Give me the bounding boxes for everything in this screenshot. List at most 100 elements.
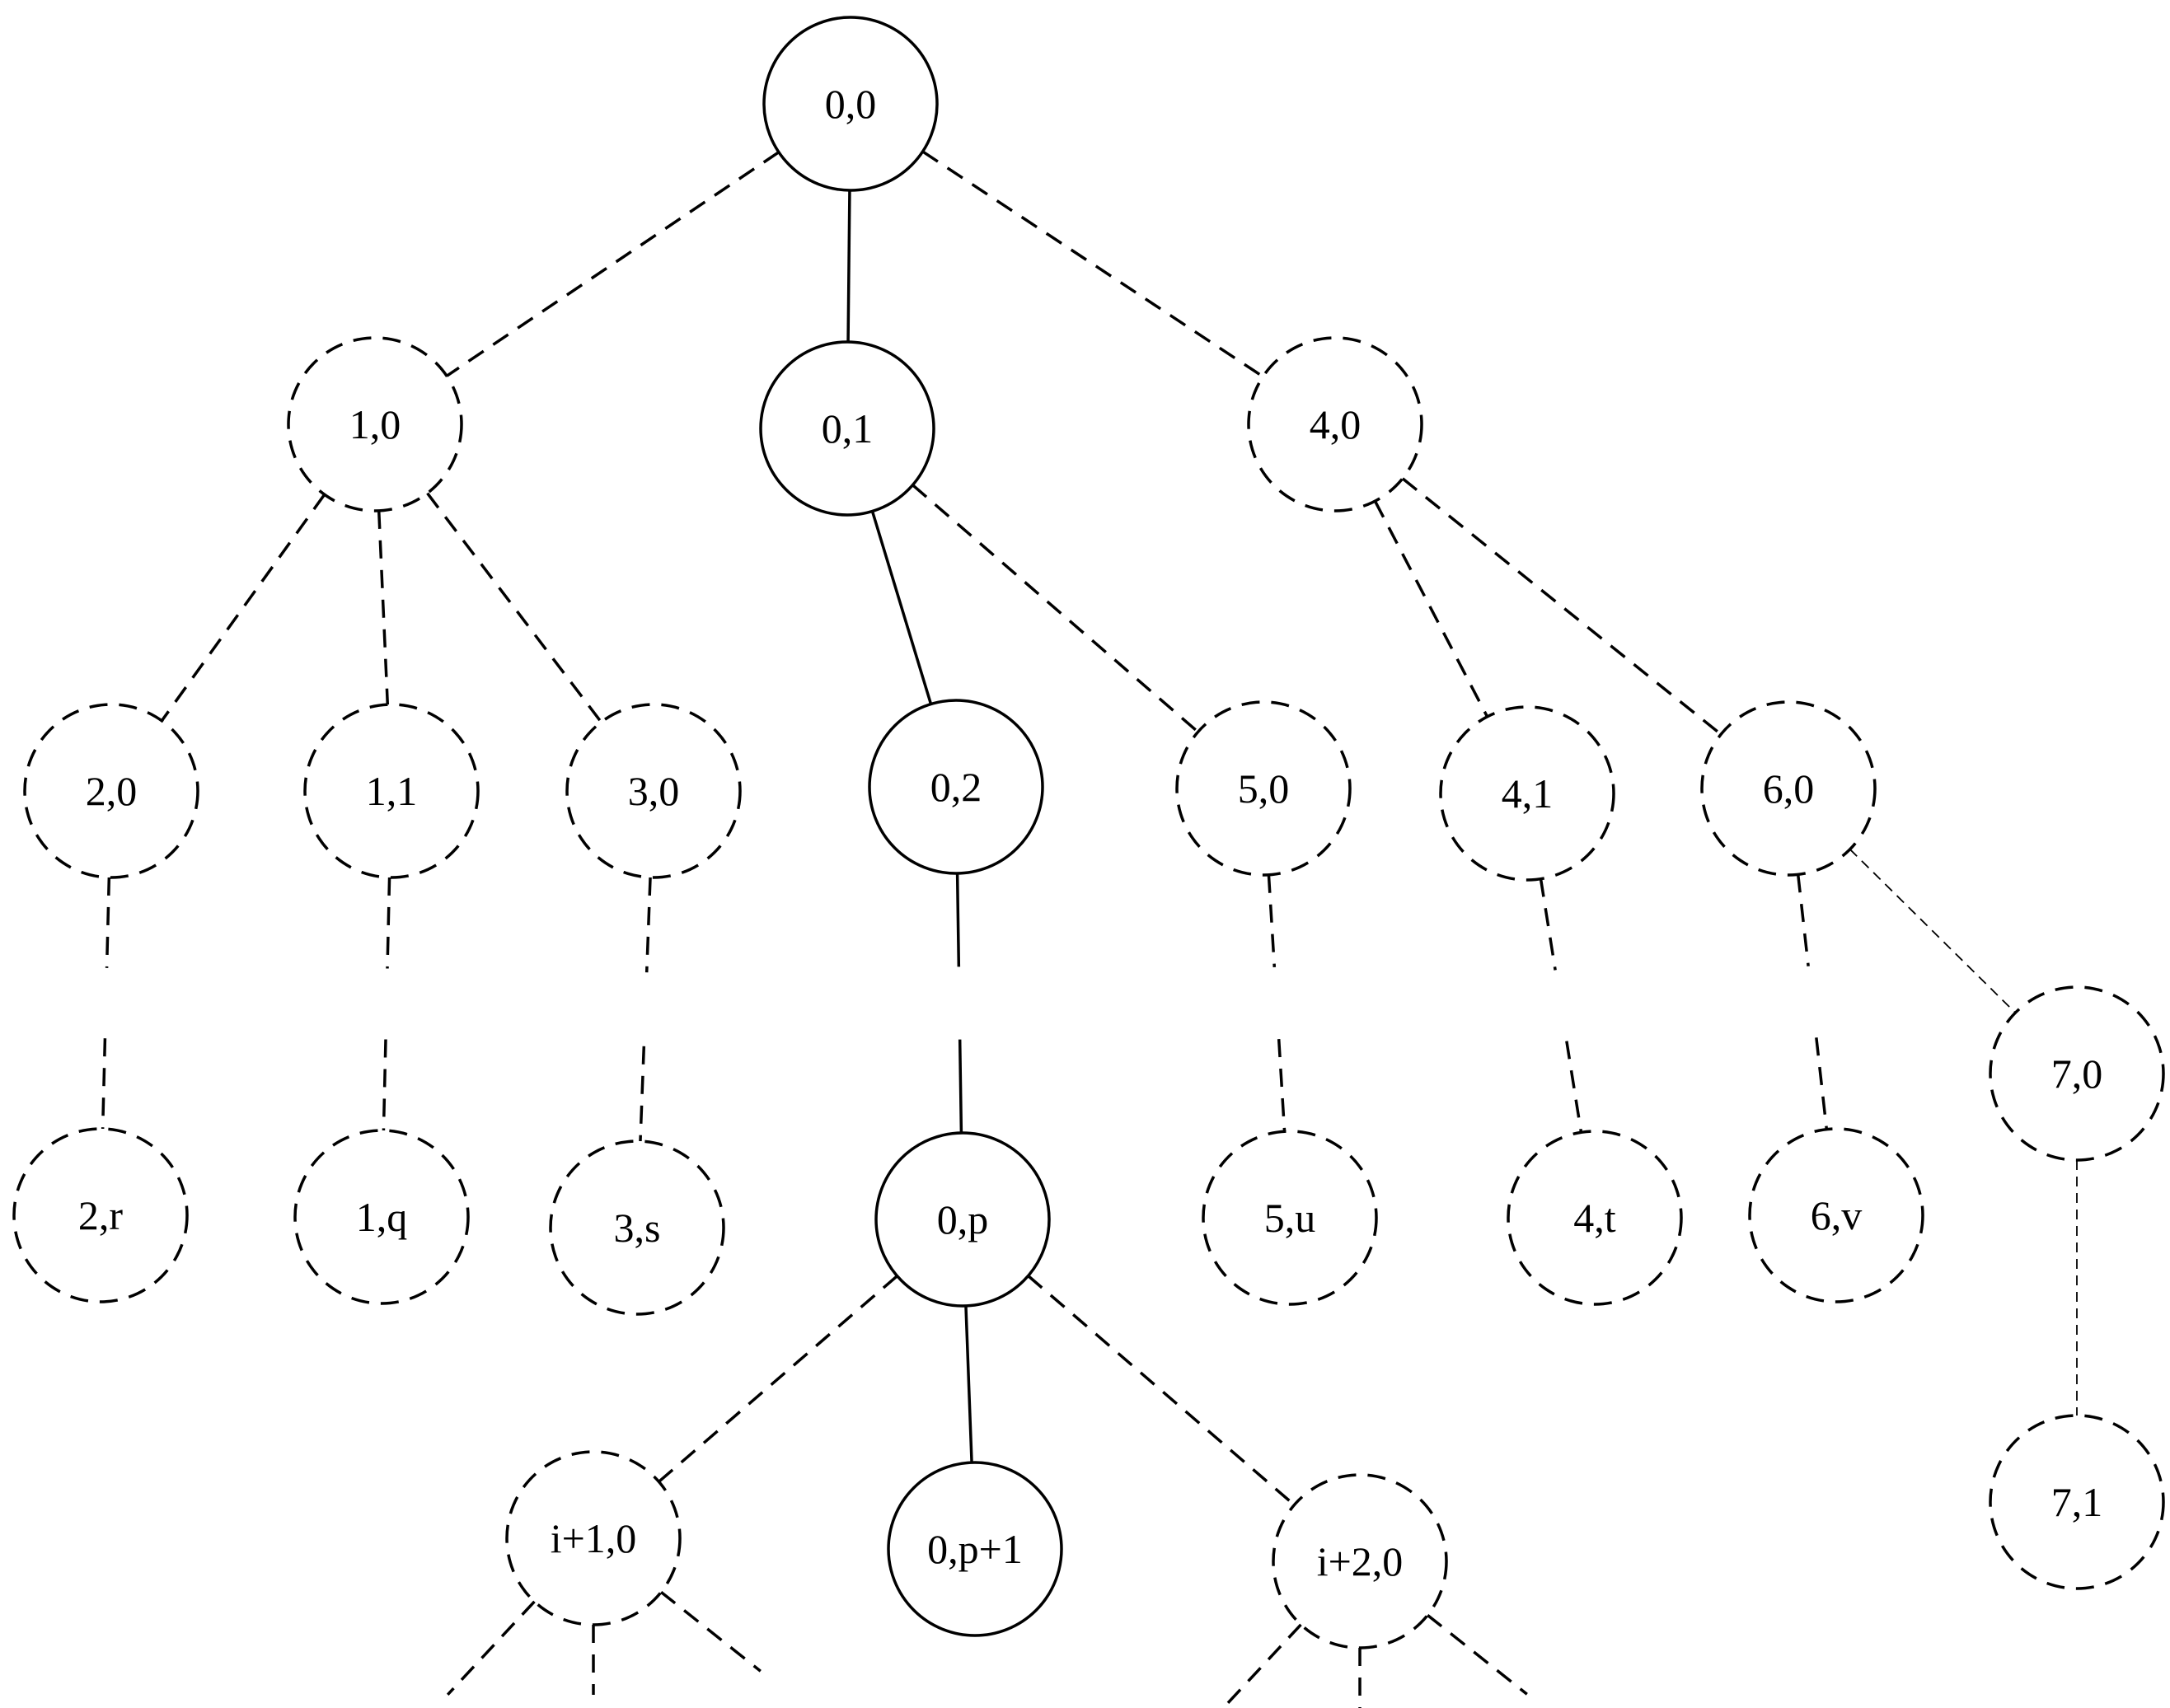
node-label-n50: 5,0 — [1238, 765, 1290, 812]
node-n6v: 6,v — [1748, 1127, 1924, 1303]
node-circle-n11 — [303, 703, 480, 879]
node-circle-n40 — [1247, 336, 1423, 512]
node-label-n02: 0,2 — [930, 764, 982, 810]
node-label-n30: 3,0 — [628, 768, 680, 814]
node-label-n40: 4,0 — [1310, 401, 1362, 447]
node-n60: 6,0 — [1700, 700, 1877, 877]
elided-edge-lower-n50-n5u — [1277, 1038, 1287, 1132]
node-circle-n0p1 — [887, 1461, 1063, 1637]
edge-n10-n11 — [377, 510, 390, 705]
elided-edge-lower-n41-n4t — [1565, 1041, 1583, 1133]
nodes-layer: 0,0 1,0 0,1 4,0 2,0 1,1 3,0 0,2 5,0 4,1 6,0 7,0 2,r 1… — [12, 16, 2165, 1650]
node-n41: 4,1 — [1439, 705, 1615, 882]
elided-edge-lower-n30-n3s — [639, 1046, 646, 1142]
elided-edge-upper-n60-n6v — [1796, 874, 1810, 966]
node-ni10: i+1,0 — [505, 1450, 682, 1626]
node-circle-n41 — [1439, 705, 1615, 882]
node-n5u: 5,u — [1202, 1130, 1378, 1306]
edge-n40-n60 — [1401, 477, 1722, 736]
node-ni20: i+2,0 — [1272, 1473, 1448, 1650]
node-label-n5u: 5,u — [1264, 1195, 1316, 1241]
elided-edge-upper-n20-n2r — [105, 877, 111, 968]
node-circle-ni20 — [1272, 1473, 1448, 1650]
node-circle-n0p — [874, 1131, 1051, 1308]
node-circle-n20 — [23, 703, 199, 879]
elided-edge-upper-n30-n3s — [644, 877, 652, 973]
node-circle-n6v — [1748, 1127, 1924, 1303]
node-circle-n2r — [12, 1127, 189, 1303]
open-edge-ni10-down-left — [446, 1600, 536, 1696]
edge-n10-n30 — [426, 492, 602, 723]
node-label-n70: 7,0 — [2051, 1051, 2103, 1097]
elided-edge-upper-n41-n4t — [1539, 878, 1557, 971]
node-circle-n1q — [293, 1129, 470, 1305]
node-n0p1: 0,p+1 — [887, 1461, 1063, 1637]
node-n4t: 4,t — [1507, 1130, 1683, 1306]
elided-edge-lower-n02-n0p — [958, 1039, 963, 1134]
node-n30: 3,0 — [565, 703, 742, 879]
node-label-ni10: i+1,0 — [551, 1515, 637, 1561]
node-circle-n60 — [1700, 700, 1877, 877]
elided-edge-upper-n50-n5u — [1267, 874, 1277, 968]
node-n00: 0,0 — [762, 16, 939, 192]
edge-n60-n70 — [1849, 849, 2016, 1013]
node-label-n11: 1,1 — [366, 768, 418, 814]
node-circle-n4t — [1507, 1130, 1683, 1306]
node-n2r: 2,r — [12, 1127, 189, 1303]
node-circle-n5u — [1202, 1130, 1378, 1306]
node-n01: 0,1 — [759, 340, 935, 517]
node-circle-ni10 — [505, 1450, 682, 1626]
node-circle-n02 — [868, 699, 1044, 875]
node-label-n6v: 6,v — [1811, 1192, 1863, 1238]
node-label-n41: 4,1 — [1502, 770, 1554, 817]
node-n71: 7,1 — [1989, 1414, 2165, 1590]
node-circle-n3s — [549, 1139, 725, 1316]
edge-n0p-ni10 — [658, 1275, 898, 1483]
node-label-n10: 1,0 — [349, 401, 401, 447]
edge-n00-n01 — [846, 190, 851, 343]
elided-edge-lower-n60-n6v — [1815, 1037, 1829, 1130]
edge-n40-n41 — [1373, 500, 1489, 718]
node-label-n1q: 1,q — [356, 1194, 408, 1240]
node-n70: 7,0 — [1989, 985, 2165, 1162]
edge-n0p-ni20 — [1027, 1275, 1296, 1506]
edges-layer — [101, 150, 2078, 1708]
elided-edge-lower-n11-n1q — [382, 1039, 387, 1131]
node-circle-n71 — [1989, 1414, 2165, 1590]
node-label-ni20: i+2,0 — [1317, 1538, 1404, 1584]
edge-n01-n50 — [912, 484, 1199, 733]
node-n20: 2,0 — [23, 703, 199, 879]
elided-edge-upper-n02-n0p — [955, 873, 961, 967]
edge-n10-n20 — [160, 494, 326, 722]
elided-edge-lower-n20-n2r — [101, 1038, 107, 1130]
edge-n01-n02 — [870, 510, 933, 705]
node-circle-n00 — [762, 16, 939, 192]
node-n1q: 1,q — [293, 1129, 470, 1305]
node-label-n00: 0,0 — [825, 81, 877, 127]
node-n40: 4,0 — [1247, 336, 1423, 512]
node-circle-n01 — [759, 340, 935, 517]
node-label-n20: 2,0 — [86, 768, 138, 814]
node-n50: 5,0 — [1175, 700, 1352, 877]
elided-edge-upper-n11-n1q — [386, 877, 391, 969]
node-circle-n30 — [565, 703, 742, 879]
node-n02: 0,2 — [868, 699, 1044, 875]
node-circle-n10 — [287, 336, 463, 512]
open-edge-ni10-down-right — [659, 1590, 762, 1673]
node-label-n4t: 4,t — [1573, 1195, 1616, 1241]
node-label-n01: 0,1 — [822, 405, 874, 452]
open-edge-ni20-down-right — [1426, 1613, 1528, 1696]
node-label-n0p: 0,p — [937, 1196, 989, 1242]
edge-n00-n10 — [446, 151, 780, 377]
edge-n0p-n0p1 — [964, 1305, 973, 1463]
node-circle-n70 — [1989, 985, 2165, 1162]
edge-n00-n40 — [921, 150, 1264, 378]
node-label-n2r: 2,r — [78, 1192, 124, 1238]
node-n10: 1,0 — [287, 336, 463, 512]
node-n3s: 3,s — [549, 1139, 725, 1316]
node-label-n0p1: 0,p+1 — [927, 1526, 1023, 1572]
node-n0p: 0,p — [874, 1131, 1051, 1308]
node-n11: 1,1 — [303, 703, 480, 879]
node-label-n71: 7,1 — [2051, 1479, 2103, 1525]
